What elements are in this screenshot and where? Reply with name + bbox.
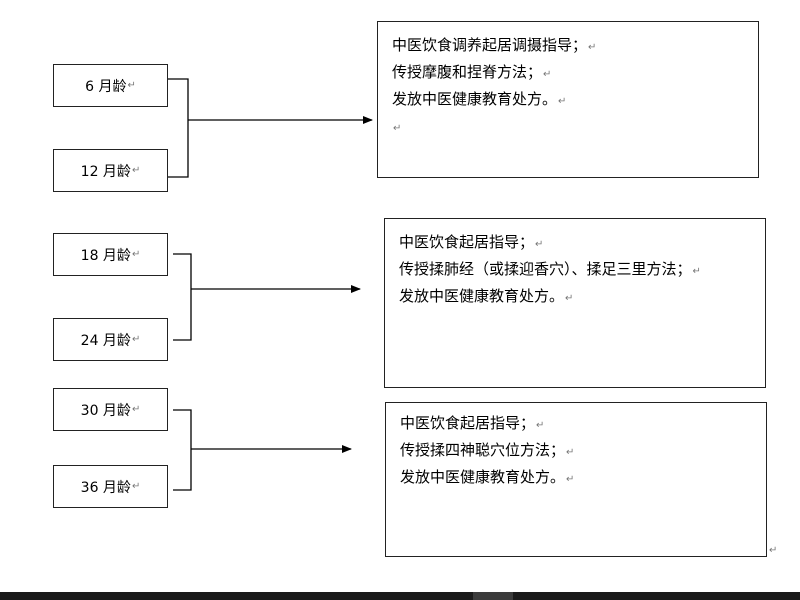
taskbar (0, 592, 800, 600)
guidance-line: 中医饮食起居指导；↵ (400, 414, 545, 432)
paragraph-mark: ↵ (131, 334, 141, 345)
age-box-12-months: 12 月龄↵ (53, 149, 168, 192)
age-box-18-months: 18 月龄↵ (53, 233, 168, 276)
age-label: 24 月龄 (80, 332, 131, 349)
age-label: 36 月龄 (80, 479, 131, 496)
age-box-24-months: 24 月龄↵ (53, 318, 168, 361)
guidance-line: 发放中医健康教育处方。↵ (399, 287, 574, 305)
age-box-30-months: 30 月龄↵ (53, 388, 168, 431)
age-box-6-months: 6 月龄↵ (53, 64, 168, 107)
age-label: 18 月龄 (80, 247, 131, 264)
guidance-line: 传授摩腹和捏脊方法；↵ (392, 63, 552, 81)
guidance-box-18-24-months: 中医饮食起居指导；↵ 传授揉肺经（或揉迎香穴）、揉足三里方法；↵ 发放中医健康教… (384, 218, 766, 388)
age-label: 12 月龄 (80, 163, 131, 180)
bracket-group-1 (167, 78, 189, 178)
document-end-mark: ↵ (769, 545, 778, 556)
paragraph-mark: ↵ (131, 404, 141, 415)
bracket-group-3 (173, 409, 192, 491)
age-label: 6 月龄 (85, 78, 127, 95)
paragraph-mark: ↵ (131, 249, 141, 260)
age-label: 30 月龄 (80, 402, 131, 419)
guidance-line: 传授揉四神聪穴位方法；↵ (400, 441, 575, 459)
paragraph-mark: ↵ (131, 481, 141, 492)
guidance-box-30-36-months: 中医饮食起居指导；↵ 传授揉四神聪穴位方法；↵ 发放中医健康教育处方。↵ (385, 402, 767, 557)
guidance-box-6-12-months: 中医饮食调养起居调摄指导；↵ 传授摩腹和捏脊方法；↵ 发放中医健康教育处方。↵ … (377, 21, 759, 178)
bracket-group-2 (173, 253, 192, 341)
age-box-36-months: 36 月龄↵ (53, 465, 168, 508)
guidance-line: 传授揉肺经（或揉迎香穴）、揉足三里方法；↵ (399, 260, 701, 278)
guidance-line: 中医饮食调养起居调摄指导；↵ (392, 36, 597, 54)
guidance-line: 中医饮食起居指导；↵ (399, 233, 544, 251)
paragraph-mark: ↵ (127, 80, 136, 91)
guidance-line: 发放中医健康教育处方。↵ (400, 468, 575, 486)
paragraph-mark: ↵ (131, 165, 141, 176)
guidance-line: ↵ (393, 123, 402, 134)
guidance-line: 发放中医健康教育处方。↵ (392, 90, 567, 108)
